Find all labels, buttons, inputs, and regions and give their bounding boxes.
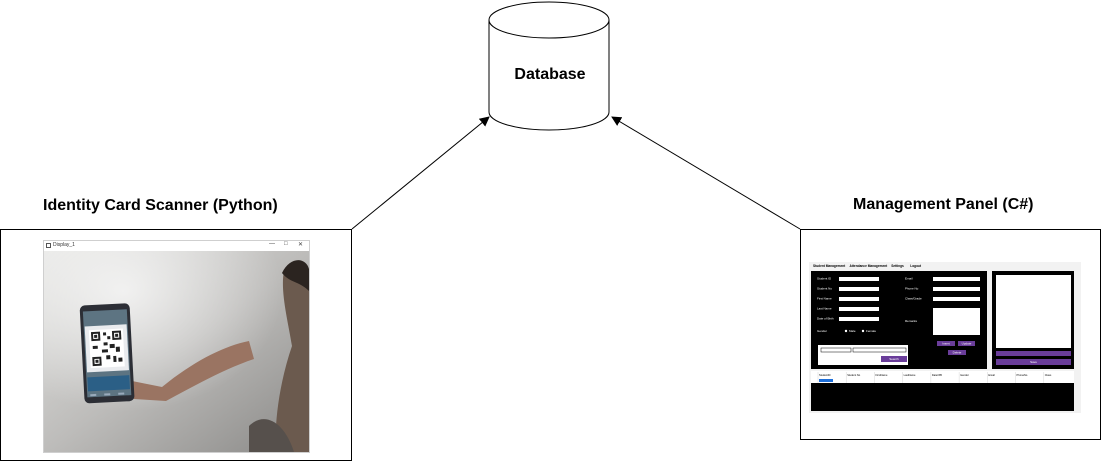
scanner-title: Identity Card Scanner (Python) bbox=[43, 197, 278, 214]
grid-header-0[interactable]: StudentID bbox=[819, 373, 831, 377]
menu-item-2[interactable]: Settings bbox=[891, 264, 904, 268]
right-field-label-0: Email bbox=[905, 277, 913, 281]
radio-female bbox=[861, 329, 865, 333]
remarks-label: Remarks bbox=[905, 319, 918, 323]
data-grid-header bbox=[811, 371, 1074, 383]
search-select bbox=[820, 347, 852, 353]
database-label: Database bbox=[514, 66, 586, 83]
right-field-input-1[interactable] bbox=[933, 287, 980, 291]
arrow-panel-to-database bbox=[611, 116, 801, 230]
remarks-textarea bbox=[933, 308, 980, 335]
left-field-label-1: Student No bbox=[817, 287, 832, 291]
minimize-icon[interactable]: — bbox=[269, 241, 275, 247]
database-cylinder bbox=[488, 1, 610, 131]
left-field-input-3[interactable] bbox=[839, 307, 879, 311]
close-icon[interactable]: ✕ bbox=[298, 242, 304, 248]
panel-title: Management Panel (C#) bbox=[853, 196, 1034, 213]
left-field-input-4[interactable] bbox=[839, 317, 879, 321]
insert-button bbox=[937, 341, 955, 346]
grid-header-3[interactable]: LastName bbox=[904, 373, 916, 377]
delete-button bbox=[948, 350, 966, 355]
arrow-scanner-to-database bbox=[351, 116, 490, 230]
right-field-input-2[interactable] bbox=[933, 297, 980, 301]
menu-item-3[interactable]: Logout bbox=[910, 264, 922, 268]
left-field-label-4: Date of Birth bbox=[817, 317, 834, 321]
grid-header-7[interactable]: PhoneNo bbox=[1017, 373, 1028, 377]
grid-header-4[interactable]: DateOfB bbox=[932, 373, 942, 377]
browse-button bbox=[996, 351, 1071, 356]
left-field-input-0[interactable] bbox=[839, 277, 879, 281]
grid-header-8[interactable]: Class bbox=[1045, 373, 1052, 377]
left-field-label-3: Last Name bbox=[817, 307, 832, 311]
search-button bbox=[881, 356, 907, 362]
qr-code-icon bbox=[88, 328, 125, 369]
search-input bbox=[852, 347, 907, 353]
search-button-label: Search bbox=[889, 357, 899, 361]
grid-header-5[interactable]: Gender bbox=[960, 373, 969, 377]
scanner-titlebar: Display_1 — □ ✕ bbox=[44, 241, 309, 251]
grid-header-1[interactable]: Student No bbox=[847, 373, 861, 377]
maximize-icon[interactable]: □ bbox=[284, 241, 288, 247]
scanner-frame: Display_1 — □ ✕ bbox=[0, 229, 352, 461]
photo-box bbox=[996, 275, 1071, 348]
scanner-window-title: Display_1 bbox=[53, 242, 75, 248]
save-photo-button-label: Save bbox=[1030, 360, 1037, 364]
selected-cell bbox=[819, 379, 833, 382]
radio-male-label: Male bbox=[849, 329, 856, 333]
update-button bbox=[958, 341, 975, 346]
left-field-label-0: Student ID bbox=[817, 277, 832, 281]
right-field-input-0[interactable] bbox=[933, 277, 980, 281]
left-field-input-1[interactable] bbox=[839, 287, 879, 291]
save-photo-button bbox=[996, 359, 1071, 365]
menu-item-0[interactable]: Student Management bbox=[813, 264, 846, 268]
window-app-icon bbox=[46, 243, 51, 248]
grid-header-2[interactable]: FirstName bbox=[875, 373, 888, 377]
phone-device bbox=[79, 303, 135, 404]
right-field-label-2: Class/Grade bbox=[905, 297, 922, 301]
person-silhouette bbox=[249, 260, 309, 452]
delete-button-label: Delete bbox=[953, 351, 962, 355]
radio-male bbox=[844, 329, 848, 333]
right-field-label-1: Phone No bbox=[905, 287, 919, 291]
grid-header-6[interactable]: Email bbox=[988, 373, 995, 377]
menu-item-1[interactable]: Attendance Management bbox=[850, 264, 889, 268]
scanner-window: Display_1 — □ ✕ bbox=[43, 240, 310, 453]
update-button-label: Update bbox=[962, 342, 972, 346]
camera-feed bbox=[44, 251, 309, 452]
gender-label: Gender bbox=[817, 329, 827, 333]
insert-button-label: Insert bbox=[942, 342, 950, 346]
left-field-label-2: First Name bbox=[817, 297, 832, 301]
hand-holding-phone bbox=[119, 339, 255, 401]
radio-female-label: Female bbox=[866, 329, 876, 333]
left-field-input-2[interactable] bbox=[839, 297, 879, 301]
